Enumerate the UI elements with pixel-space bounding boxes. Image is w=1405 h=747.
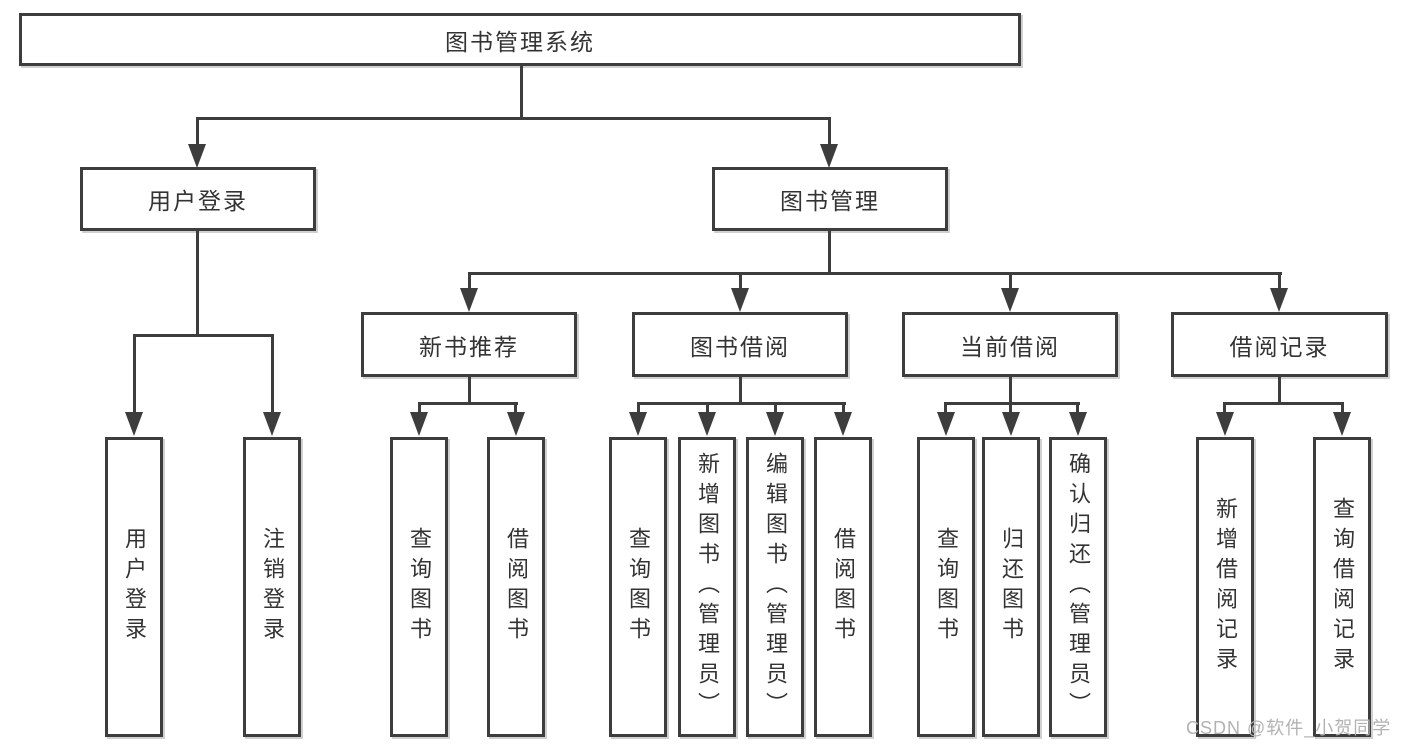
node-borrow-records: 借阅记录 [1171,312,1388,377]
connector-line [468,272,471,290]
connector-line [944,402,947,414]
connector-line [468,272,1282,275]
leaf-query-books-recommend: 查询图书 [390,437,448,737]
leaf-add-borrow-record: 新增借阅记录 [1196,437,1254,737]
arrowhead-down-icon [766,412,784,436]
connector-line [133,334,274,337]
connector-line [418,402,518,405]
arrowhead-down-icon [1001,288,1019,312]
connector-line [418,402,421,414]
connector-line [1009,375,1012,405]
leaf-logout: 注销登录 [243,437,301,737]
node-book-borrow: 图书借阅 [632,312,848,377]
connector-line [774,402,777,414]
leaf-query-books-current: 查询图书 [917,437,975,737]
connector-line [739,272,742,290]
connector-line [1341,402,1344,414]
arrowhead-down-icon [188,144,206,168]
connector-line [514,402,517,414]
leaf-borrow-books-recommend: 借阅图书 [487,437,545,737]
leaf-confirm-return-admin: 确认归还（管理员） [1049,437,1107,737]
connector-line [706,402,709,414]
arrowhead-down-icon [410,412,428,436]
connector-line [271,334,274,414]
arrowhead-down-icon [1069,412,1087,436]
arrowhead-down-icon [698,412,716,436]
connector-line [739,375,742,405]
connector-line [828,229,831,275]
connector-line [520,65,523,119]
node-user-login: 用户登录 [80,167,316,231]
arrowhead-down-icon [820,144,838,168]
connector-line [1278,272,1281,290]
leaf-query-books-borrow: 查询图书 [609,437,667,737]
arrowhead-down-icon [460,288,478,312]
watermark: CSDN @软件_小贺同学 [1186,718,1392,738]
arrowhead-down-icon [834,412,852,436]
connector-line [468,375,471,405]
arrowhead-down-icon [1002,412,1020,436]
connector-line [828,117,831,147]
connector-line [196,117,199,147]
connector-line [944,402,1080,405]
node-book-management: 图书管理 [712,167,948,231]
arrowhead-down-icon [937,412,955,436]
arrowhead-down-icon [731,288,749,312]
arrowhead-down-icon [629,412,647,436]
arrowhead-down-icon [507,412,525,436]
connector-line [133,334,136,414]
leaf-edit-books-admin: 编辑图书（管理员） [746,437,804,737]
connector-line [637,402,640,414]
connector-line [197,117,831,120]
node-library-management-system: 图书管理系统 [19,13,1021,66]
connector-line [1076,402,1079,414]
arrowhead-down-icon [1333,412,1351,436]
arrowhead-down-icon [125,412,143,436]
connector-line [1223,402,1226,414]
connector-line [842,402,845,414]
connector-line [196,229,199,336]
connector-line [1009,272,1012,290]
connector-line [637,402,846,405]
node-current-borrow: 当前借阅 [902,312,1118,377]
leaf-return-books: 归还图书 [982,437,1040,737]
arrowhead-down-icon [1216,412,1234,436]
node-new-book-recommend: 新书推荐 [361,312,577,377]
connector-line [1278,375,1281,405]
leaf-add-books-admin: 新增图书（管理员） [678,437,736,737]
arrowhead-down-icon [263,412,281,436]
leaf-query-borrow-record: 查询借阅记录 [1313,437,1371,737]
arrowhead-down-icon [1270,288,1288,312]
connector-line [1009,402,1012,414]
leaf-borrow-books: 借阅图书 [814,437,872,737]
leaf-user-login: 用户登录 [105,437,163,737]
connector-line [1223,402,1344,405]
